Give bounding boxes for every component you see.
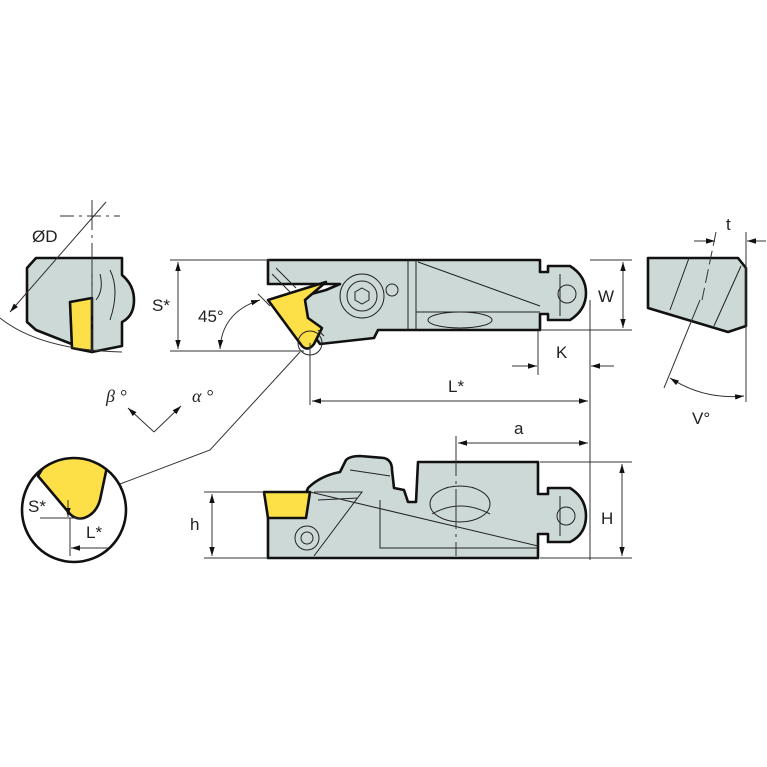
end-cap-hole bbox=[557, 284, 577, 304]
front-detail-lines bbox=[309, 469, 539, 549]
angle-45-arc bbox=[217, 299, 261, 350]
hatch-lines bbox=[271, 267, 325, 337]
front-slot-inner bbox=[431, 505, 491, 515]
front-view: h a H bbox=[190, 419, 632, 560]
label-beta: β ° bbox=[105, 386, 127, 406]
end-view: ØD bbox=[0, 200, 136, 354]
alpha-arrow-icon bbox=[153, 405, 182, 433]
angle-ref-line bbox=[257, 293, 271, 307]
label-45: 45° bbox=[198, 307, 224, 326]
label-a: a bbox=[514, 419, 524, 438]
top-view-lines bbox=[407, 260, 541, 330]
label-detail-s-star: S* bbox=[28, 497, 46, 516]
label-detail-l-star: L* bbox=[86, 523, 102, 542]
diameter-arc bbox=[0, 317, 123, 353]
label-w: W bbox=[598, 287, 614, 306]
top-view-slot bbox=[427, 311, 493, 329]
front-view-insert bbox=[262, 490, 312, 520]
label-v: V° bbox=[692, 409, 710, 428]
clamp-screw-inner bbox=[346, 280, 378, 312]
detail-circle: S* L* bbox=[20, 456, 128, 564]
side-view-edges bbox=[669, 257, 742, 327]
label-s-star: S* bbox=[152, 296, 170, 315]
label-k: K bbox=[556, 343, 568, 362]
front-slot bbox=[429, 485, 491, 523]
v-reference-line bbox=[663, 299, 701, 389]
top-view-body bbox=[266, 258, 588, 346]
label-t: t bbox=[726, 215, 731, 234]
beta-arrow-icon bbox=[127, 407, 155, 433]
label-diameter: ØD bbox=[32, 227, 58, 246]
diameter-leader bbox=[9, 201, 107, 313]
v-angle-arc bbox=[669, 377, 745, 400]
label-alpha: α ° bbox=[192, 386, 213, 406]
top-view-insert bbox=[266, 280, 328, 350]
top-view: S* 45° W K L* bbox=[152, 258, 632, 560]
side-view-body bbox=[646, 256, 748, 334]
label-H: H bbox=[601, 509, 613, 528]
front-view-body bbox=[266, 454, 588, 560]
front-cap-hole bbox=[556, 506, 576, 526]
hex-socket-icon bbox=[354, 287, 370, 305]
label-h: h bbox=[190, 515, 199, 534]
end-view-insert bbox=[68, 296, 94, 354]
pin-inner bbox=[300, 531, 314, 545]
pin-outer bbox=[294, 525, 320, 551]
label-l-star: L* bbox=[448, 377, 464, 396]
screw-lobe bbox=[385, 283, 399, 297]
detail-leader-line bbox=[119, 351, 301, 485]
side-view-right: t V° bbox=[646, 215, 766, 428]
clamp-screw-outer bbox=[339, 273, 385, 319]
angle-axes: β ° α ° bbox=[105, 386, 213, 433]
